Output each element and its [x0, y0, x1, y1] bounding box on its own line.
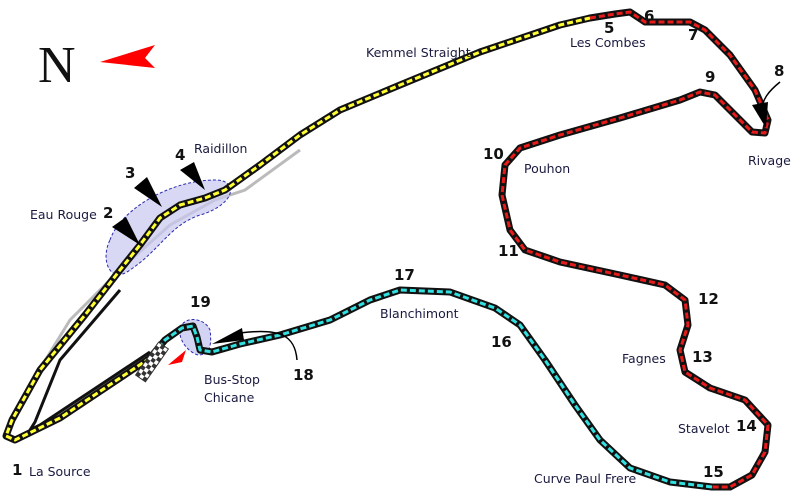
sector-3-track — [148, 288, 713, 489]
kemmel-straight-label: Kemmel Straight — [366, 45, 471, 60]
bus-stop-label-line2: Chicane — [204, 390, 255, 405]
turn-19-number: 19 — [190, 293, 211, 311]
pouhon-label: Pouhon — [524, 161, 570, 176]
north-letter: N — [38, 37, 76, 94]
turn-2-number: 2 — [103, 204, 113, 222]
eau-rouge-label: Eau Rouge — [30, 207, 97, 222]
turn-1-number: 1 — [12, 461, 22, 479]
turn-3-pointer-icon — [134, 177, 162, 207]
bus-stop-label-line1: Bus-Stop — [204, 372, 260, 387]
la-source-label: La Source — [29, 464, 91, 479]
turn-8-pointer-icon — [752, 102, 768, 128]
sector-1-track-outline — [2, 14, 594, 444]
turn-4-number: 4 — [175, 146, 185, 164]
turn-2-pointer-icon — [112, 217, 140, 245]
fagnes-label: Fagnes — [622, 351, 666, 366]
turn-5-number: 5 — [604, 19, 614, 37]
turn-12-number: 12 — [698, 290, 719, 308]
turn-11-number: 11 — [498, 242, 519, 260]
turn-3-number: 3 — [125, 164, 135, 182]
turn-14-number: 14 — [736, 417, 757, 435]
stavelot-label: Stavelot — [678, 421, 730, 436]
turn-18-pointer-icon — [212, 328, 244, 344]
turn-8-number: 8 — [774, 62, 784, 80]
turn-18-number: 18 — [293, 366, 314, 384]
north-arrow-icon — [100, 45, 155, 68]
turn-4-pointer-icon — [180, 162, 205, 190]
raidillon-label: Raidillon — [194, 141, 247, 156]
turn-7-number: 7 — [688, 26, 698, 44]
start-finish-flag-icon — [134, 341, 170, 383]
turn-15-number: 15 — [703, 463, 724, 481]
turn-18-pointer — [239, 330, 298, 361]
turn-9-number: 9 — [705, 68, 715, 86]
rivage-label: Rivage — [748, 153, 791, 168]
turn-16-number: 16 — [491, 333, 512, 351]
curve-paul-frere-label: Curve Paul Frere — [534, 471, 637, 486]
turn-13-number: 13 — [692, 348, 713, 366]
sector-2-track-outline — [498, 8, 772, 491]
pit-lane — [28, 289, 151, 432]
sector-2-track — [500, 10, 770, 489]
turn-10-number: 10 — [483, 145, 504, 163]
direction-arrow-icon — [168, 350, 186, 365]
turn-17-number: 17 — [394, 266, 415, 284]
blanchimont-label: Blanchimont — [380, 306, 459, 321]
les-combes-label: Les Combes — [570, 35, 646, 50]
turn-6-number: 6 — [644, 7, 654, 25]
